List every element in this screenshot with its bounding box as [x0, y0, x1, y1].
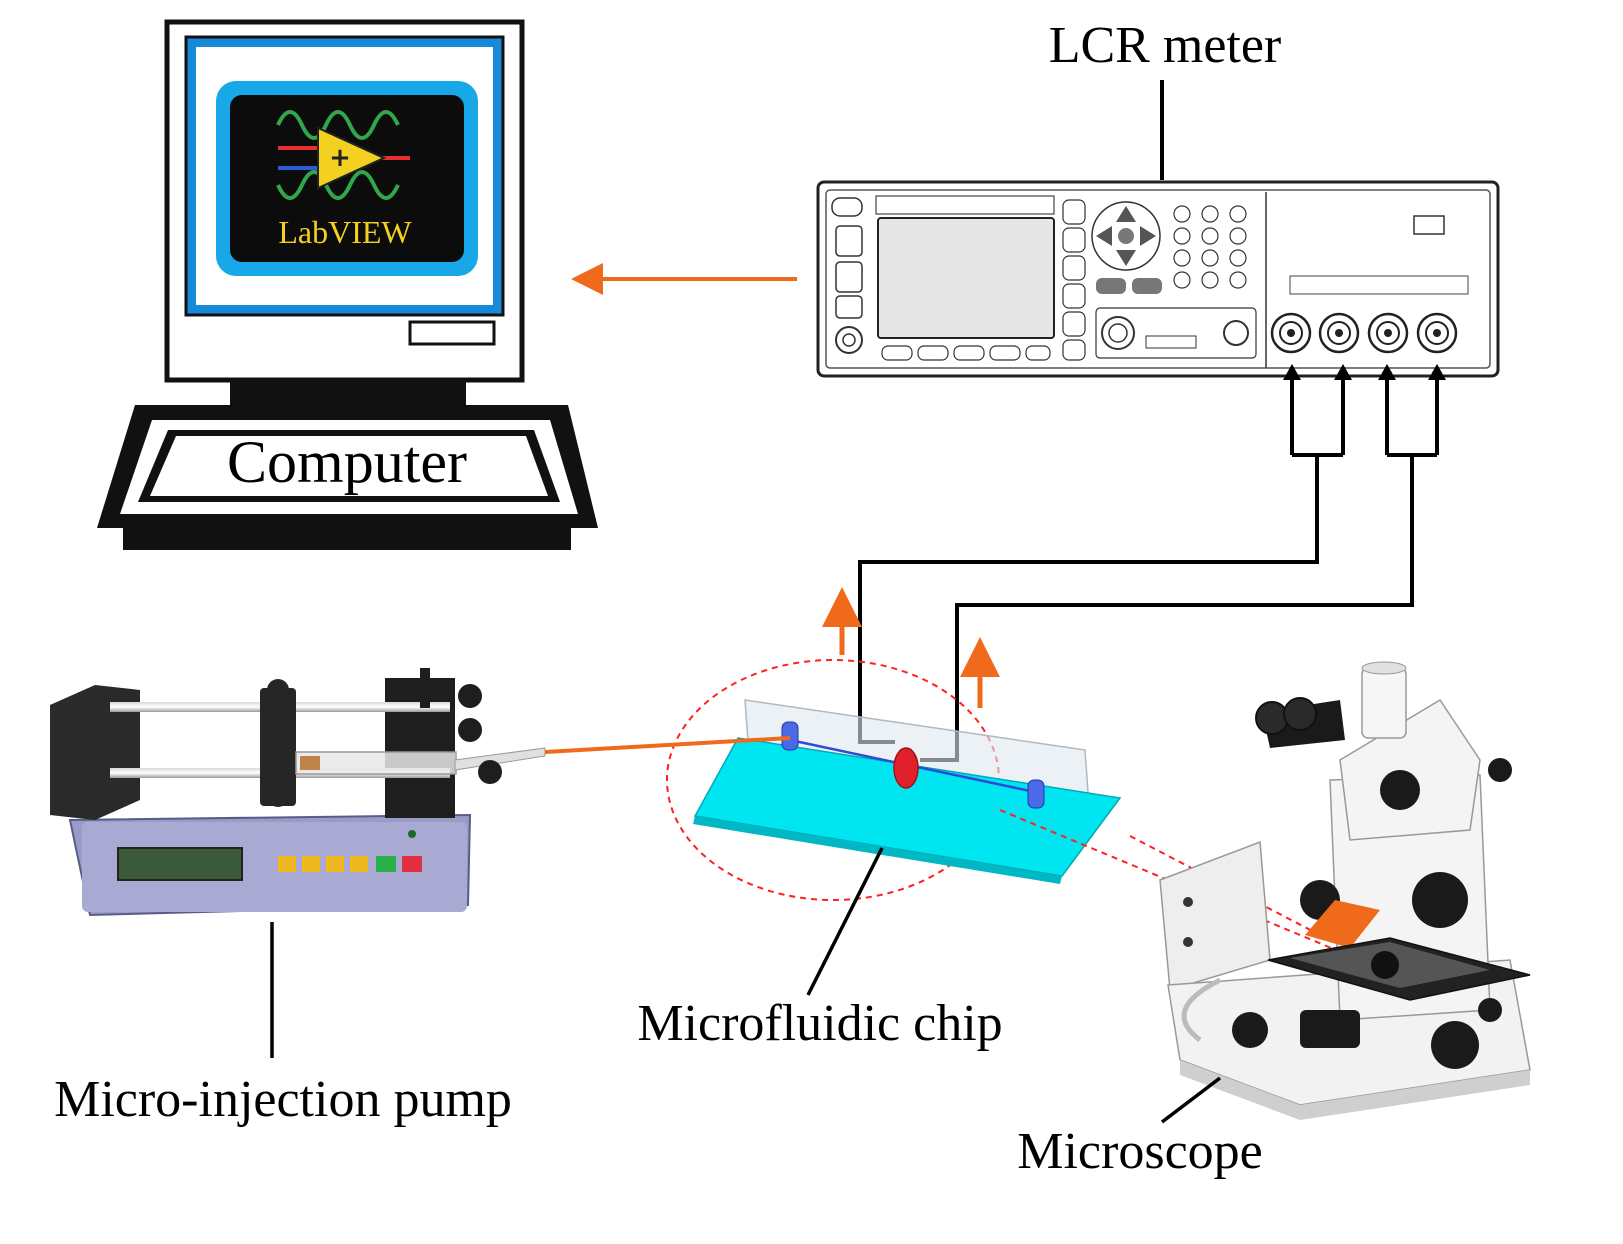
labview-logo-icon: +	[276, 110, 410, 200]
chip-leader-line	[806, 847, 884, 996]
computer-label: Computer	[227, 429, 467, 495]
svg-text:+: +	[329, 143, 351, 173]
computer-icon: + LabVIEW	[97, 19, 598, 550]
lcr-meter-device	[816, 180, 1500, 378]
labview-label: LabVIEW	[278, 214, 412, 250]
projection-line-1	[999, 809, 1361, 961]
microfluidic-chip-device	[693, 699, 1122, 884]
microscope-leader-line	[1160, 1076, 1222, 1124]
lcr-meter-label: LCR meter	[1049, 17, 1282, 74]
tubing-line	[544, 736, 791, 754]
micro-injection-pump-label: Micro-injection pump	[54, 1071, 512, 1128]
microscope-label: Microscope	[1017, 1123, 1262, 1180]
bnc-terminals	[1270, 312, 1458, 354]
microfluidic-chip-label: Microfluidic chip	[637, 995, 1002, 1052]
projection-line-2	[1129, 835, 1321, 936]
microscope-device	[1159, 661, 1531, 1120]
electrode-wires	[858, 364, 1446, 762]
cell-icon	[893, 747, 919, 789]
syringe-pump-device	[50, 668, 546, 917]
